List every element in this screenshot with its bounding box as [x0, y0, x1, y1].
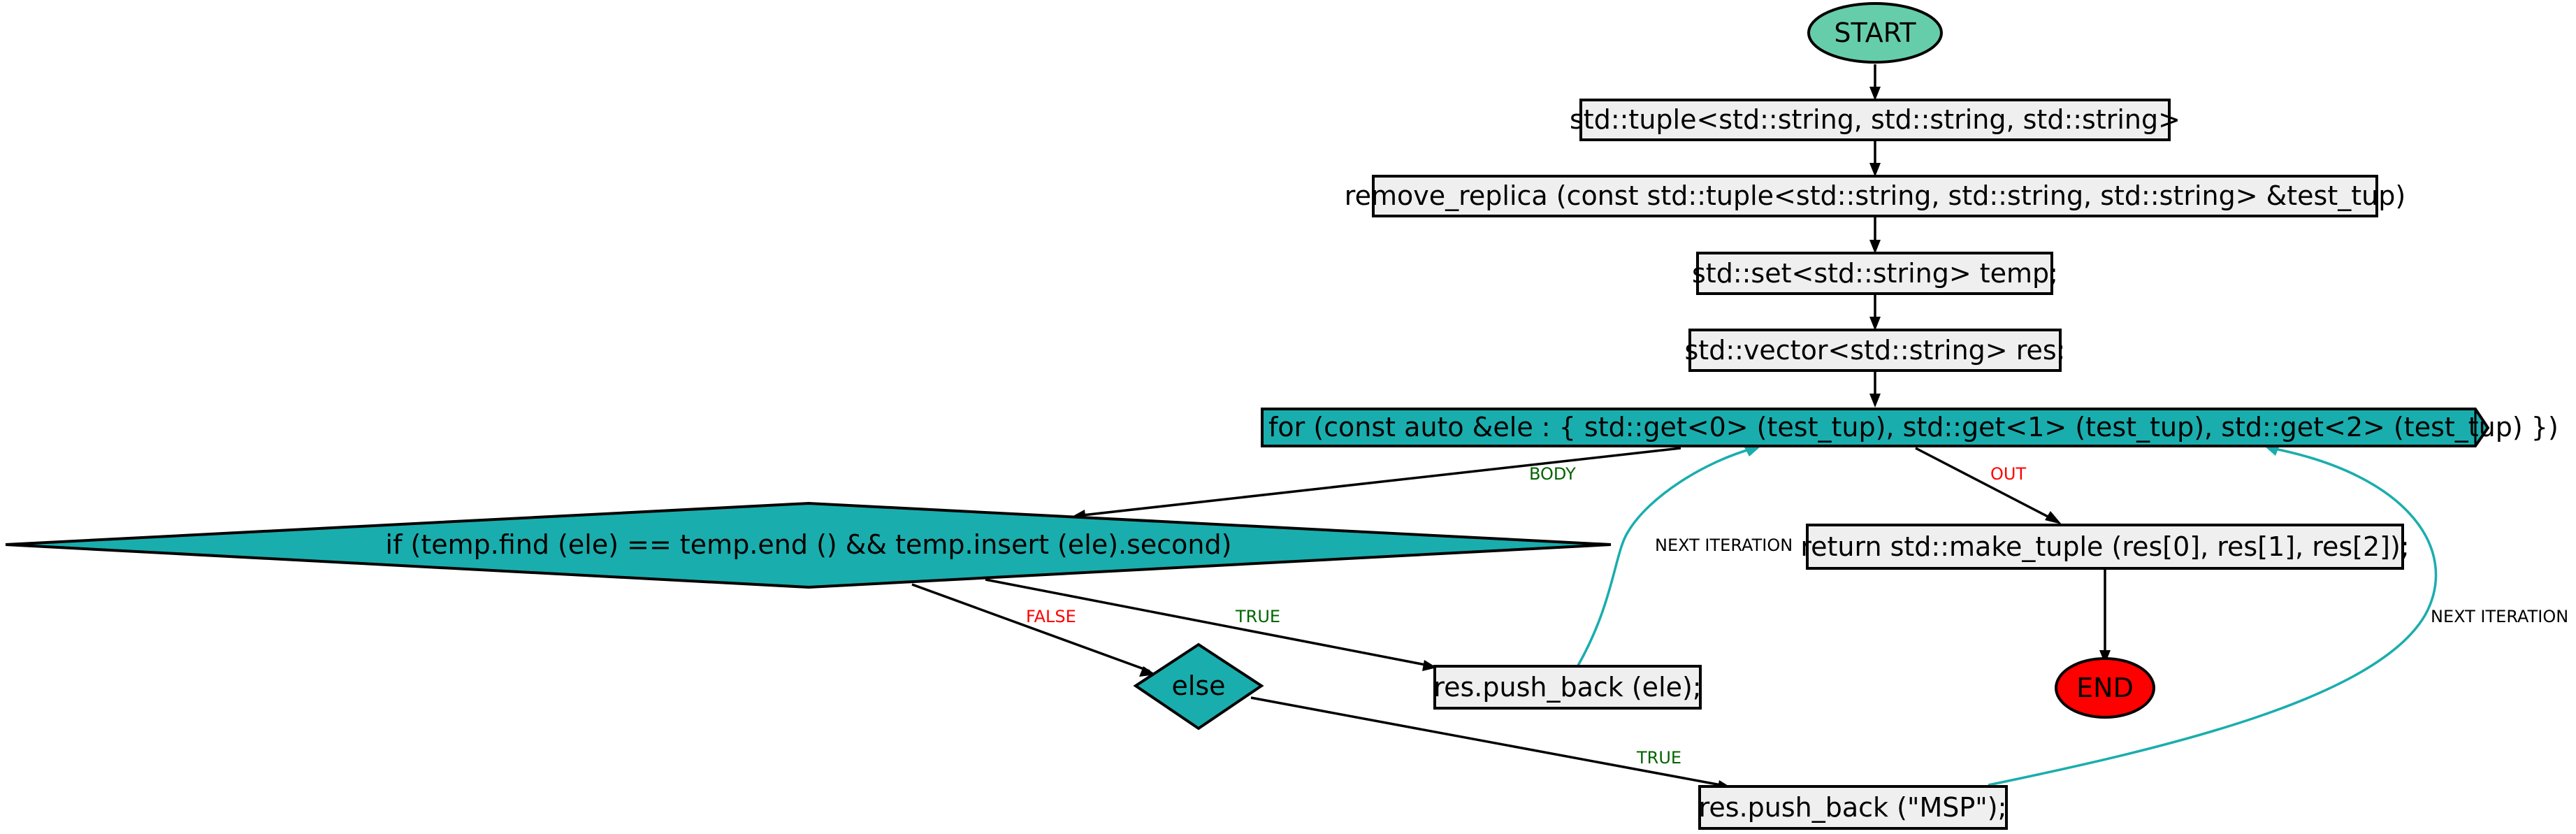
arrowhead-set — [1869, 240, 1881, 254]
edge-label-next-iter-1: NEXT ITERATION — [1655, 535, 1793, 555]
arrowhead-func — [1869, 163, 1881, 177]
edge-if-else — [911, 583, 1150, 673]
if-cond-label: if (temp.find (ele) == temp.end () && te… — [386, 529, 1232, 560]
return-node: return std::make_tuple (res[0], res[1], … — [1800, 524, 2410, 570]
arrowhead-return — [2045, 511, 2062, 524]
else-label: else — [1171, 670, 1225, 701]
arrowhead-loop-1 — [1744, 446, 1761, 456]
edge-else-push-msp — [1250, 696, 1725, 787]
edge-for-return — [1915, 447, 2055, 522]
set-decl-node: std::set<std::string> temp; — [1692, 252, 2058, 295]
arrowhead-tuple — [1869, 87, 1881, 101]
push-ele-node: res.push_back (ele); — [1433, 665, 1702, 710]
end-node: END — [2055, 657, 2155, 719]
edge-label-true-if: TRUE — [1235, 607, 1280, 626]
vector-decl-label: std::vector<std::string> res; — [1685, 335, 2066, 366]
edge-if-push-ele — [985, 578, 1430, 667]
start-node: START — [1807, 2, 1943, 64]
edge-label-out: OUT — [1990, 464, 2026, 484]
push-ele-label: res.push_back (ele); — [1433, 672, 1701, 703]
arrowhead-vector — [1869, 317, 1881, 331]
return-label: return std::make_tuple (res[0], res[1], … — [1800, 531, 2409, 562]
edge-label-body: BODY — [1529, 464, 1576, 484]
push-msp-node: res.push_back ("MSP"); — [1698, 785, 2008, 830]
push-msp-label: res.push_back ("MSP"); — [1699, 792, 2007, 823]
tuple-decl-node: std::tuple<std::string, std::string, std… — [1570, 99, 2180, 141]
func-decl-node: remove_replica (const std::tuple<std::st… — [1345, 175, 2405, 217]
start-label: START — [1834, 17, 1916, 48]
for-loop-label: for (const auto &ele : { std::get<0> (te… — [1268, 412, 2559, 443]
edge-push-msp-loop — [1988, 447, 2438, 786]
end-label: END — [2076, 673, 2134, 703]
arrowhead-for — [1869, 394, 1881, 408]
edge-for-if — [1076, 447, 1681, 517]
func-decl-label: remove_replica (const std::tuple<std::st… — [1345, 180, 2405, 211]
if-cond-node: if (temp.find (ele) == temp.end () && te… — [5, 501, 1612, 589]
arrowhead-push-ele — [1422, 660, 1437, 671]
arrowhead-loop-2 — [2264, 445, 2280, 456]
for-loop-node: for (const auto &ele : { std::get<0> (te… — [1261, 408, 2559, 447]
set-decl-label: std::set<std::string> temp; — [1692, 258, 2058, 289]
edge-label-false: FALSE — [1026, 607, 1076, 626]
tuple-decl-label: std::tuple<std::string, std::string, std… — [1570, 104, 2180, 135]
vector-decl-node: std::vector<std::string> res; — [1685, 329, 2066, 372]
else-node: else — [1133, 642, 1264, 731]
edge-label-true-else: TRUE — [1636, 748, 1681, 768]
edge-label-next-iter-2: NEXT ITERATION — [2431, 607, 2568, 626]
edge-push-ele-loop — [1577, 447, 1755, 666]
